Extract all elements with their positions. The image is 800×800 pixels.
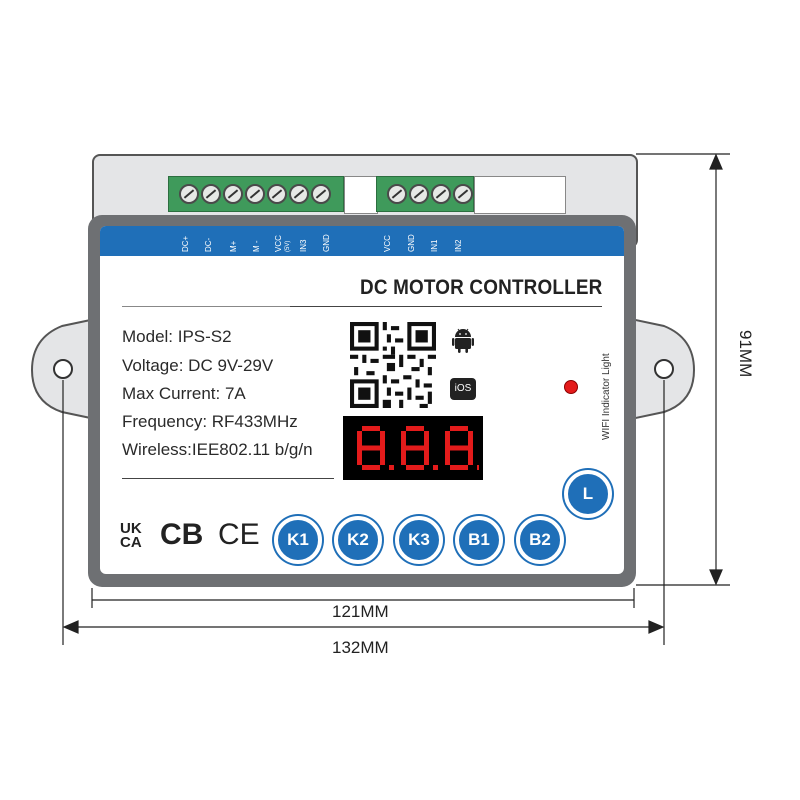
led-segment: [380, 448, 385, 465]
led-digits: [357, 426, 479, 470]
k3-button[interactable]: K3: [395, 516, 443, 564]
dimension-outer-width: 132MM: [332, 638, 389, 657]
spec-frequency: Frequency: RF433MHz: [122, 412, 298, 431]
led-segment: [406, 445, 424, 451]
terminal-screw: [267, 184, 287, 204]
led-segment: [380, 431, 385, 448]
ukca-mark-bottom: CA: [120, 534, 142, 551]
pin-label-strip: [100, 226, 624, 256]
terminal-blank: [474, 176, 566, 214]
terminal-screw: [179, 184, 199, 204]
wifi-indicator-led: [564, 380, 578, 394]
terminal-screw: [431, 184, 451, 204]
led-segment: [450, 426, 468, 431]
l-button[interactable]: L: [564, 470, 612, 518]
terminal-screw: [201, 184, 221, 204]
dimension-height: 91MM: [736, 330, 755, 378]
led-segment: [362, 445, 380, 451]
led-segment: [362, 426, 380, 431]
terminal-screw: [245, 184, 265, 204]
k1-button[interactable]: K1: [274, 516, 322, 564]
ukca-mark-top: UK: [120, 520, 142, 537]
k2-button[interactable]: K2: [334, 516, 382, 564]
led-segment: [468, 448, 473, 465]
terminal-screw: [223, 184, 243, 204]
led-segment: [445, 431, 450, 448]
led-segment: [424, 431, 429, 448]
led-segment: [450, 465, 468, 470]
led-segment: [357, 431, 362, 448]
led-decimal-point: [433, 465, 438, 470]
terminal-screw: [453, 184, 473, 204]
terminal-block-right: [376, 176, 474, 212]
led-decimal-point: [389, 465, 394, 470]
b1-button[interactable]: B1: [455, 516, 503, 564]
b2-button[interactable]: B2: [516, 516, 564, 564]
led-segment: [357, 448, 362, 465]
terminal-screw: [289, 184, 309, 204]
led-segment: [362, 465, 380, 470]
right-mounting-hole: [654, 359, 674, 379]
terminal-screw: [311, 184, 331, 204]
led-segment: [450, 445, 468, 451]
spec-divider: [122, 478, 334, 479]
led-segment: [401, 448, 406, 465]
ios-badge: iOS: [450, 378, 476, 400]
led-segment: [445, 448, 450, 465]
terminal-screw: [387, 184, 407, 204]
divider-left: [122, 306, 290, 307]
left-mounting-hole: [53, 359, 73, 379]
qr-code-icon: [350, 322, 436, 408]
product-title: DC MOTOR CONTROLLER: [360, 276, 603, 299]
led-decimal-point: [477, 465, 479, 470]
spec-voltage: Voltage: DC 9V-29V: [122, 356, 274, 375]
led-segment: [401, 431, 406, 448]
title-underline: [290, 306, 602, 307]
led-segment: [424, 448, 429, 465]
led-segment: [468, 431, 473, 448]
spec-wireless: Wireless:IEE802.11 b/g/n: [122, 440, 313, 459]
spec-current: Max Current: 7A: [122, 384, 246, 403]
led-segment: [406, 426, 424, 431]
dimension-inner-width: 121MM: [332, 602, 389, 621]
ce-mark: CE: [218, 518, 260, 551]
terminal-screw: [409, 184, 429, 204]
led-segment: [406, 465, 424, 470]
cb-mark: CB: [160, 518, 204, 551]
terminal-block-left: [168, 176, 344, 212]
spec-model: Model: IPS-S2: [122, 327, 232, 346]
android-icon: [452, 328, 474, 353]
